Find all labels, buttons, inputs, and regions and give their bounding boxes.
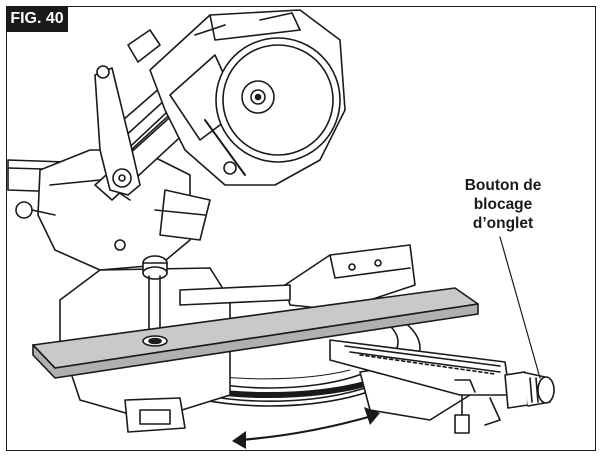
fence [179,244,416,311]
saw-blade [215,37,341,163]
callout-line-1: Bouton de [464,177,542,194]
saw-handle [94,29,161,196]
double-headed-curved-arrow-icon [232,407,380,449]
figure-label: FIG. 40 [6,6,68,32]
callout-line-3: d’onglet [472,215,534,232]
workpiece-board [32,287,479,379]
miter-arm [329,339,511,434]
clamp-knob [142,255,168,341]
guard-linkage [154,119,246,241]
callout-line-2: blocage [473,196,533,213]
callout-leader-line [499,236,541,379]
miter-lock-knob [504,371,555,409]
miter-lock-knob-callout: Bouton de blocage d’onglet [444,176,562,233]
